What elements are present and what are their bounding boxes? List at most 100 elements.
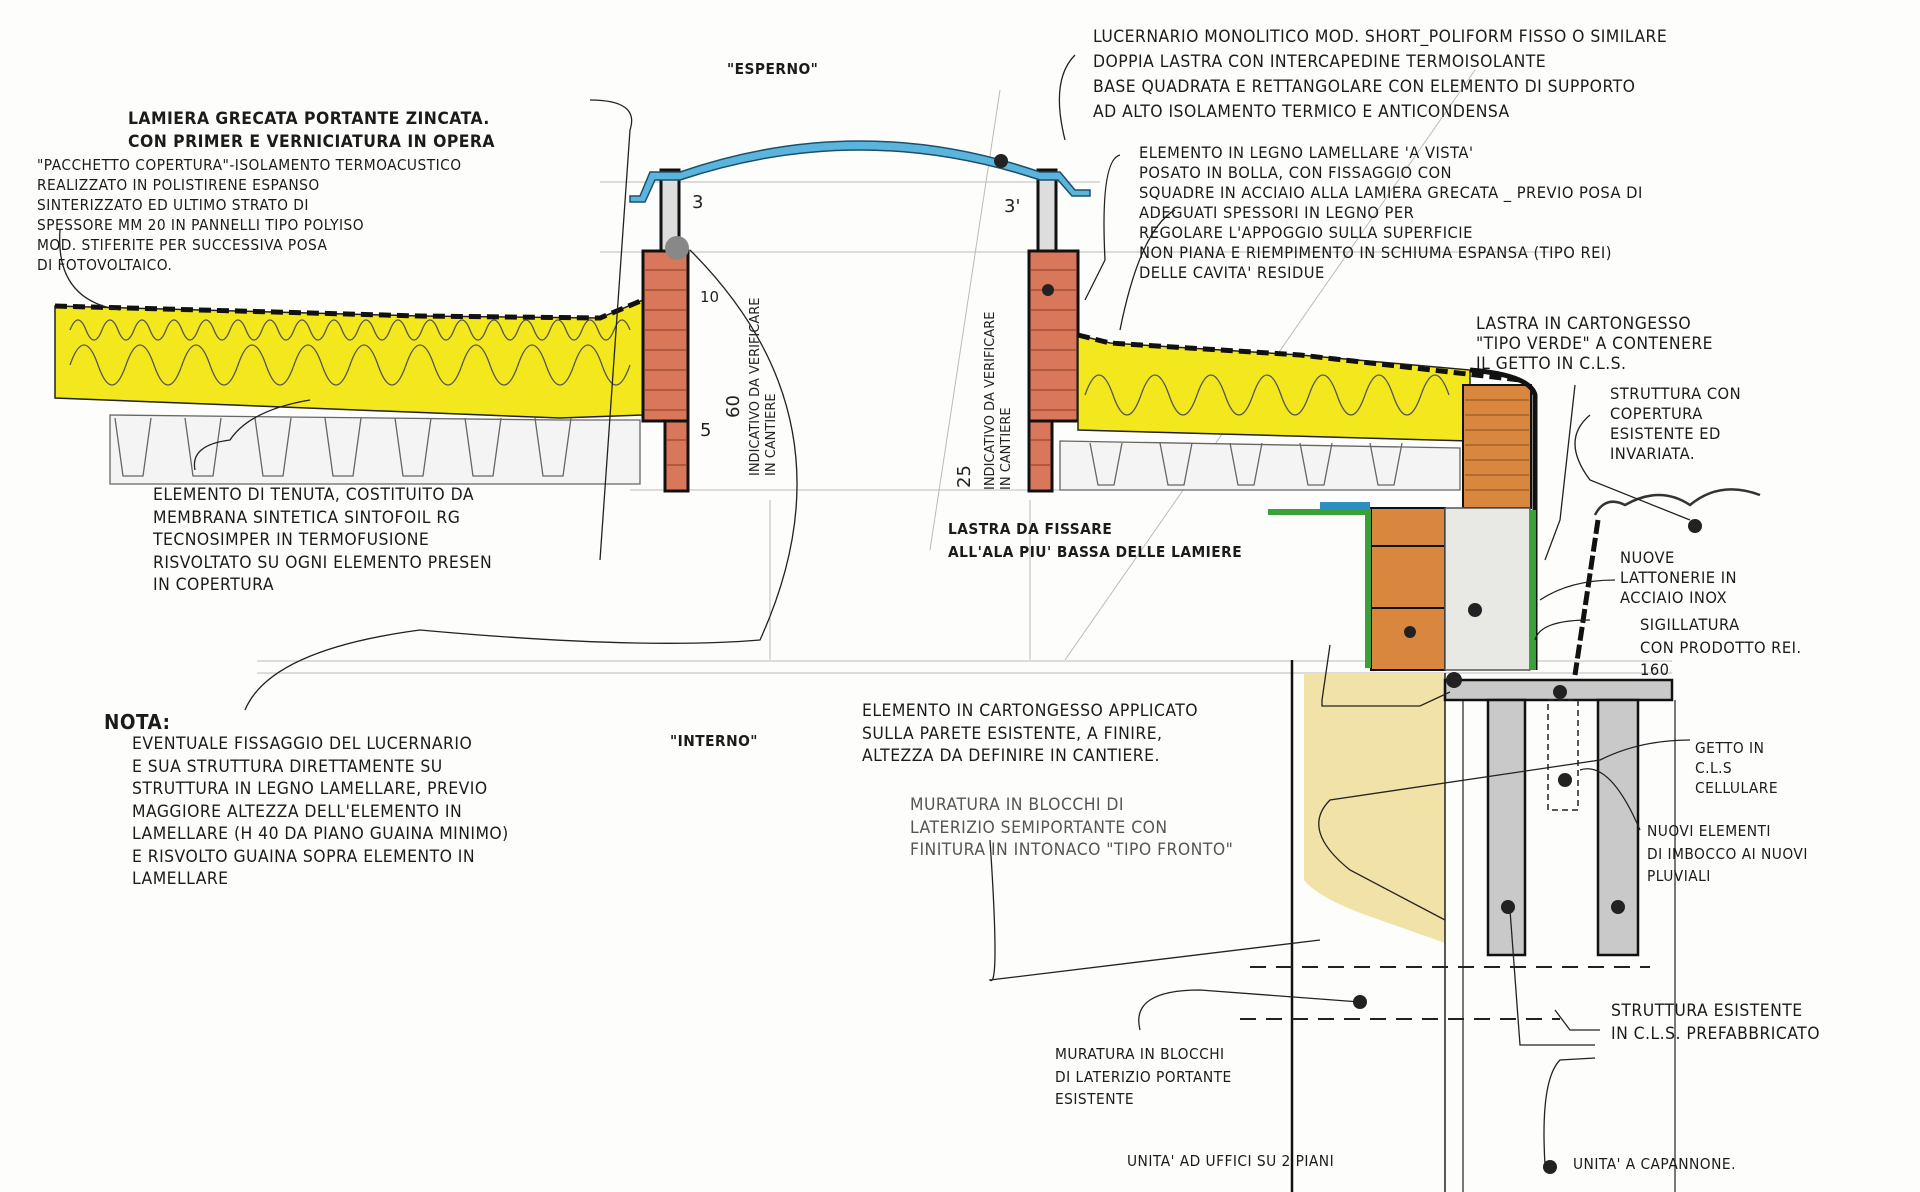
annotation-line: LAMELLARE (H 40 DA PIANO GUAINA MINIMO) xyxy=(132,824,509,844)
right-purlins xyxy=(1059,440,1461,491)
nota-title: NOTA: xyxy=(104,710,171,734)
right-brick-upstand xyxy=(1027,249,1080,493)
annotation-line: SULLA PARETE ESISTENTE, A FINIRE, xyxy=(862,723,1163,744)
annotation-line: TECNOSIMPER IN TERMOFUSIONE xyxy=(153,530,430,550)
annotation-line: INVARIATA. xyxy=(1610,444,1695,463)
left-insulation-hatch xyxy=(69,319,631,386)
annotation-line: NON PIANA E RIEMPIMENTO IN SCHIUMA ESPAN… xyxy=(1139,243,1612,262)
annotation-line: MEMBRANA SINTETICA SINTOFOIL RG xyxy=(153,507,461,528)
annotation-line: DOPPIA LASTRA CON INTERCAPEDINE TERMOISO… xyxy=(1093,52,1547,72)
note-sigillatura: SIGILLATURA CON PRODOTTO REI. 160 xyxy=(1640,614,1802,682)
annotation-line: RISVOLTATO SU OGNI ELEMENTO PRESEN xyxy=(153,552,493,573)
annotation-line: ACCIAIO INOX xyxy=(1620,588,1727,607)
dashed-lines xyxy=(1240,966,1650,1020)
annotation-line: ADEGUATI SPESSORI IN LEGNO PER xyxy=(1139,203,1415,222)
precast-concrete-beams xyxy=(1443,672,1674,957)
label-unita-uffici: UNITA' AD UFFICI SU 2 PIANI xyxy=(1127,1152,1335,1170)
annotation-line: LUCERNARIO MONOLITICO MOD. SHORT_POLIFOR… xyxy=(1093,27,1668,47)
annotation-line: STRUTTURA IN LEGNO LAMELLARE, PREVIO xyxy=(132,779,488,799)
annotation-line: ESISTENTE ED xyxy=(1610,424,1721,443)
annotation-line: CON PRIMER E VERNICIATURA IN OPERA xyxy=(128,131,495,152)
annotation-line: DELLE CAVITA' RESIDUE xyxy=(1139,263,1325,282)
annotation-line: AD ALTO ISOLAMENTO TERMICO E ANTICONDENS… xyxy=(1093,102,1510,122)
note-lucernario: LUCERNARIO MONOLITICO MOD. SHORT_POLIFOR… xyxy=(1093,25,1667,125)
annotation-line: CON PRODOTTO REI. xyxy=(1640,637,1802,657)
annotation-line: BASE QUADRATA E RETTANGOLARE CON ELEMENT… xyxy=(1093,77,1636,97)
annotation-line: MAGGIORE ALTEZZA DELL'ELEMENTO IN xyxy=(132,801,463,822)
right-insulation-hatch xyxy=(1084,374,1450,416)
annotation-line: DI FOTOVOLTAICO. xyxy=(37,256,173,274)
annotation-line: MURATURA IN BLOCCHI xyxy=(1055,1045,1225,1063)
annotation-line: INDICATIVO DA VERIFICARE xyxy=(983,311,998,490)
annotation-line: ESISTENTE xyxy=(1055,1090,1135,1108)
dim-left-low: 5 xyxy=(700,420,712,441)
annotation-line: LASTRA DA FISSARE xyxy=(948,520,1113,538)
annotation-line: LAMIERA GRECATA PORTANTE ZINCATA. xyxy=(128,109,490,129)
annotation-line: DI IMBOCCO AI NUOVI xyxy=(1647,844,1808,863)
exterior-label: "ESPERNO" xyxy=(727,60,819,78)
interior-label: "INTERNO" xyxy=(670,732,758,750)
existing-corrugated-roof xyxy=(1593,488,1761,516)
annotation-line: STRUTTURA ESISTENTE xyxy=(1611,1001,1803,1021)
annotation-line: COPERTURA xyxy=(1610,404,1703,423)
annotation-line: IN CANTIERE xyxy=(764,393,779,476)
annotation-line: LATTONERIE IN xyxy=(1620,568,1737,587)
annotation-line: 160 xyxy=(1640,660,1670,679)
annotation-line: C.L.S xyxy=(1695,759,1733,777)
annotation-line: EVENTUALE FISSAGGIO DEL LUCERNARIO xyxy=(132,734,473,754)
annotation-line: ELEMENTO IN CARTONGESSO APPLICATO xyxy=(862,701,1199,721)
right-insulation xyxy=(1077,334,1471,442)
annotation-line: "PACCHETTO COPERTURA"-ISOLAMENTO TERMOAC… xyxy=(37,156,462,174)
left-insulation xyxy=(54,298,644,419)
annotation-line: ALTEZZA DA DEFINIRE IN CANTIERE. xyxy=(862,746,1160,766)
leader-lines xyxy=(59,54,1691,1166)
annotation-line: IN COPERTURA xyxy=(153,575,275,595)
annotation-line: E SUA STRUTTURA DIRETTAMENTE SU xyxy=(132,756,443,777)
right-flashing-edge xyxy=(1469,367,1538,670)
annotation-line: ELEMENTO DI TENUTA, COSTITUITO DA xyxy=(153,485,475,505)
label-unita-capannone: UNITA' A CAPANNONE. xyxy=(1573,1155,1736,1173)
dim-right-top: 3' xyxy=(1004,196,1021,217)
annotation-line: "TIPO VERDE" A CONTENERE xyxy=(1476,334,1714,354)
annotation-line: IN C.L.S. PREFABBRICATO xyxy=(1611,1023,1820,1044)
annotation-line: LAMELLARE xyxy=(132,869,229,889)
dim-right-height: 25 xyxy=(953,465,975,488)
annotation-line: REALIZZATO IN POLISTIRENE ESPANSO xyxy=(37,176,320,194)
wood-spacers xyxy=(1370,507,1446,671)
dim-left-height: 60 xyxy=(722,395,744,418)
annotation-line: CELLULARE xyxy=(1695,779,1779,797)
skylight-marker xyxy=(994,154,1008,168)
annotation-line: INDICATIVO DA VERIFICARE xyxy=(748,297,763,476)
seal-marker xyxy=(665,236,689,260)
dim-left-mid: 10 xyxy=(700,288,720,306)
annotation-line: REGOLARE L'APPOGGIO SULLA SUPERFICIE xyxy=(1139,223,1473,242)
left-brick-upstand xyxy=(641,249,690,493)
annotation-line: SPESSORE MM 20 IN PANNELLI TIPO POLYISO xyxy=(37,216,365,234)
annotation-line: STRUTTURA CON xyxy=(1610,384,1742,403)
flashing-cap xyxy=(1320,502,1370,510)
left-membrane xyxy=(54,297,644,321)
right-skylight-upstand xyxy=(1036,168,1058,253)
annotation-line: MURATURA IN BLOCCHI DI xyxy=(910,795,1125,815)
annotation-line: NUOVE xyxy=(1620,548,1675,567)
annotation-line: LASTRA IN CARTONGESSO xyxy=(1476,314,1692,334)
annotation-line: SIGILLATURA xyxy=(1640,615,1740,634)
annotation-line: IL GETTO IN C.L.S. xyxy=(1476,354,1627,374)
annotation-line: MOD. STIFERITE PER SUCCESSIVA POSA xyxy=(37,236,328,254)
flashing-strip xyxy=(1268,509,1371,668)
new-inox-flashing xyxy=(1572,519,1601,676)
green-board xyxy=(1530,510,1536,670)
note-lastra-cartongesso: LASTRA IN CARTONGESSO"TIPO VERDE" A CONT… xyxy=(1476,314,1713,374)
